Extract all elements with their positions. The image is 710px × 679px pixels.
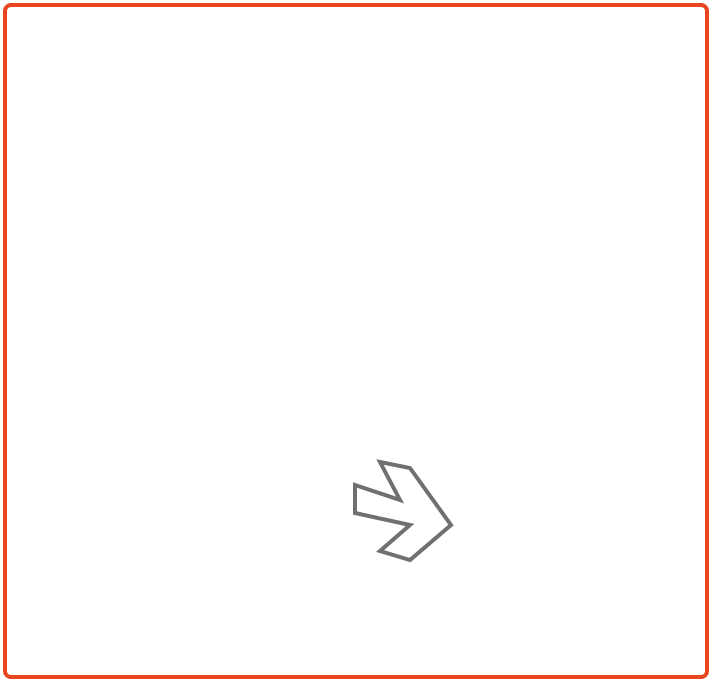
right-arrow-icon[interactable] — [350, 452, 460, 567]
content-frame — [3, 3, 709, 679]
